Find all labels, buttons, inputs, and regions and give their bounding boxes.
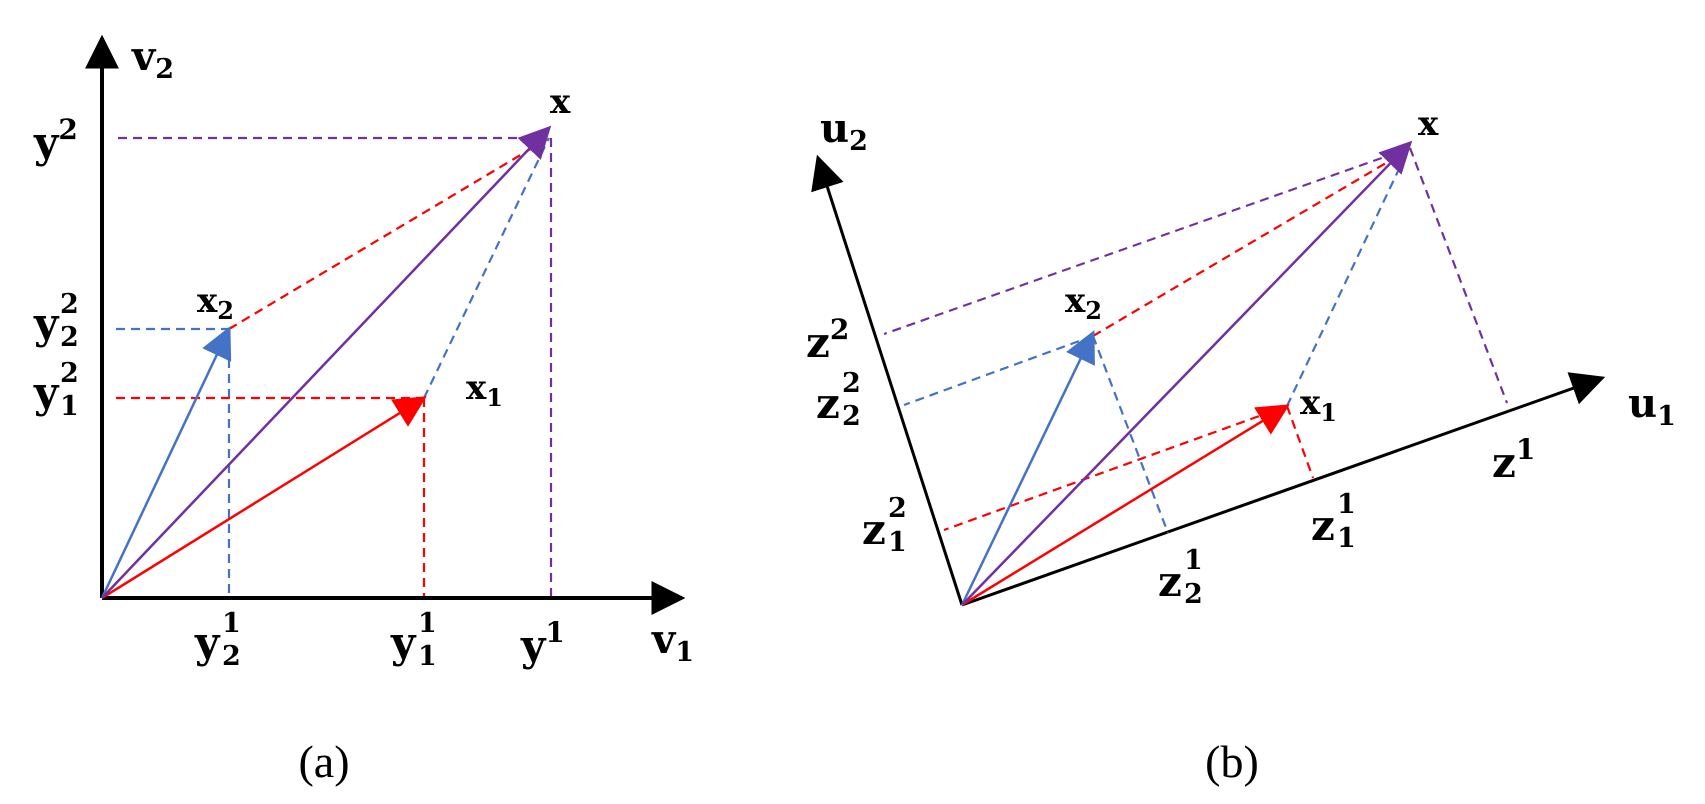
proj-line-x1-to-z11 bbox=[1285, 405, 1315, 479]
axis-u1 bbox=[961, 372, 1606, 607]
label-z1: z1 bbox=[1492, 433, 1535, 487]
caption-a: (a) bbox=[298, 736, 349, 787]
vector-x2 bbox=[960, 330, 1095, 606]
parallelogram-x1-to-x bbox=[1286, 149, 1409, 407]
proj-line-x1-to-z12 bbox=[943, 404, 1288, 532]
proj-line-x2-to-z21 bbox=[1091, 335, 1170, 534]
vector-x1 bbox=[101, 396, 427, 600]
label-x2: x2 bbox=[197, 281, 234, 325]
vector-x bbox=[101, 125, 552, 599]
proj-line-x-to-z2 bbox=[883, 146, 1411, 336]
parallelogram-x2-to-x bbox=[228, 137, 550, 330]
vector-x2 bbox=[100, 326, 232, 599]
proj-line-x2-to-z22 bbox=[903, 334, 1094, 407]
parallelogram-x1-to-x bbox=[423, 137, 550, 399]
label-z2: z2 bbox=[806, 313, 849, 367]
label-v1: v1 bbox=[651, 616, 694, 668]
label-x: x bbox=[550, 82, 571, 122]
axis-u2 bbox=[811, 154, 964, 606]
label-x1: x1 bbox=[1300, 383, 1337, 427]
vector-x1 bbox=[961, 404, 1290, 607]
label-u2: u2 bbox=[820, 105, 868, 157]
label-y1: y1 bbox=[520, 616, 565, 670]
proj-line-x-to-z1 bbox=[1408, 147, 1509, 404]
label-x1: x1 bbox=[466, 368, 503, 412]
label-y2: y2 bbox=[33, 113, 78, 167]
caption-b: (b) bbox=[1205, 736, 1259, 787]
parallelogram-x2-to-x bbox=[1092, 149, 1409, 337]
label-v2: v2 bbox=[131, 33, 174, 85]
label-x: x bbox=[1418, 104, 1439, 144]
label-x2: x2 bbox=[1065, 281, 1102, 325]
vector-x bbox=[961, 140, 1413, 606]
label-u1: u1 bbox=[1628, 380, 1676, 432]
